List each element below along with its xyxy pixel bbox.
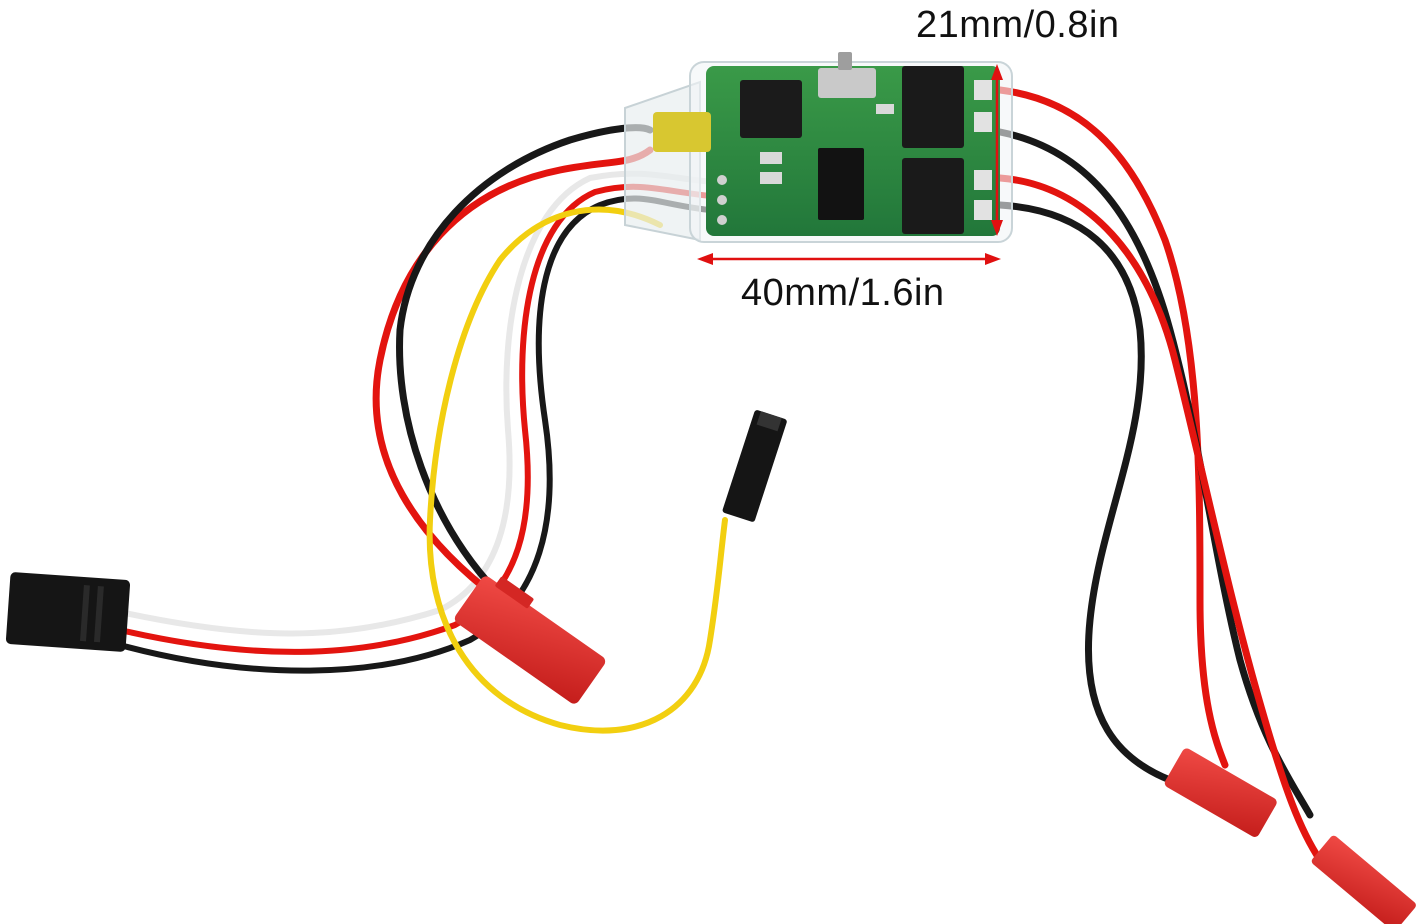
regulator-chip [740,80,802,138]
motor1-jst-body [1164,748,1277,837]
small-component [760,152,782,164]
motor1-jst-connector[interactable] [1163,747,1279,839]
servo-plug-ridge [80,585,90,642]
motor2-jst-body [1311,835,1416,924]
servo-wire-red [117,183,715,655]
dupont-tip [756,411,782,432]
motor-leads [996,86,1417,924]
motor2-wire-black [996,201,1174,784]
width-dimension-arrow [991,64,1003,236]
esc-board [624,52,1013,243]
dupont-body [722,410,787,522]
battery-jst-body [454,576,606,704]
servo-plug[interactable] [5,572,131,652]
servo-plug-body [5,572,131,652]
servo-plug-ridge [93,586,104,643]
motor2-wire-red [996,174,1324,864]
width-dimension-label: 21mm/0.8in [916,4,1120,46]
battery-jst-tab [495,576,534,609]
solder-pad [974,112,992,132]
servo-wire-black [117,195,713,674]
fuse-component [653,112,711,152]
motor2-jst-connector[interactable] [1310,834,1417,924]
driver-ic [818,148,864,220]
mosfet-top [902,66,964,148]
via [717,215,727,225]
signal-wire-yellow [426,206,728,734]
solder-pad [974,170,992,190]
via [717,175,727,185]
servo-lead [5,170,717,674]
servo-wire-white [117,170,717,637]
signal-dupont-connector[interactable] [722,409,788,522]
battery-wire-red [372,146,654,604]
small-component [876,104,894,114]
solder-pad [974,80,992,100]
motor1-wire-red [996,86,1229,769]
mosfet-bottom [902,158,964,234]
length-dimension-label: 40mm/1.6in [741,272,945,314]
via [717,195,727,205]
switch-component [818,68,876,98]
heatshrink-sleeve [624,80,701,242]
solder-pad [974,200,992,220]
signal-lead [426,206,788,734]
switch-knob [838,52,852,70]
small-component [760,172,782,184]
battery-jst-connector[interactable] [453,567,613,705]
length-dimension-arrow [697,253,1001,265]
